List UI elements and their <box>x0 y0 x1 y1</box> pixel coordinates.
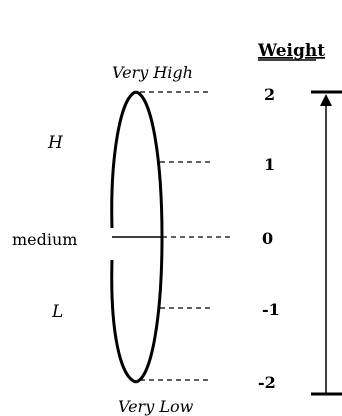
weight-value-minus-2: -2 <box>258 373 276 392</box>
weight-value-1: 1 <box>264 155 275 174</box>
scale-arrowhead-icon <box>320 94 332 106</box>
high-label: H <box>47 133 64 153</box>
weight-header: Weight <box>257 41 325 61</box>
weight-value-0: 0 <box>262 229 273 248</box>
low-label: L <box>51 302 63 322</box>
weight-value-minus-1: -1 <box>262 300 280 319</box>
medium-label: medium <box>12 230 77 249</box>
very-low-label: Very Low <box>118 397 194 416</box>
ellipse-left-upper-arc <box>110 90 137 229</box>
very-high-label: Very High <box>112 63 193 82</box>
weight-value-2: 2 <box>264 85 275 104</box>
ellipse-left-lower-arc <box>110 259 137 384</box>
